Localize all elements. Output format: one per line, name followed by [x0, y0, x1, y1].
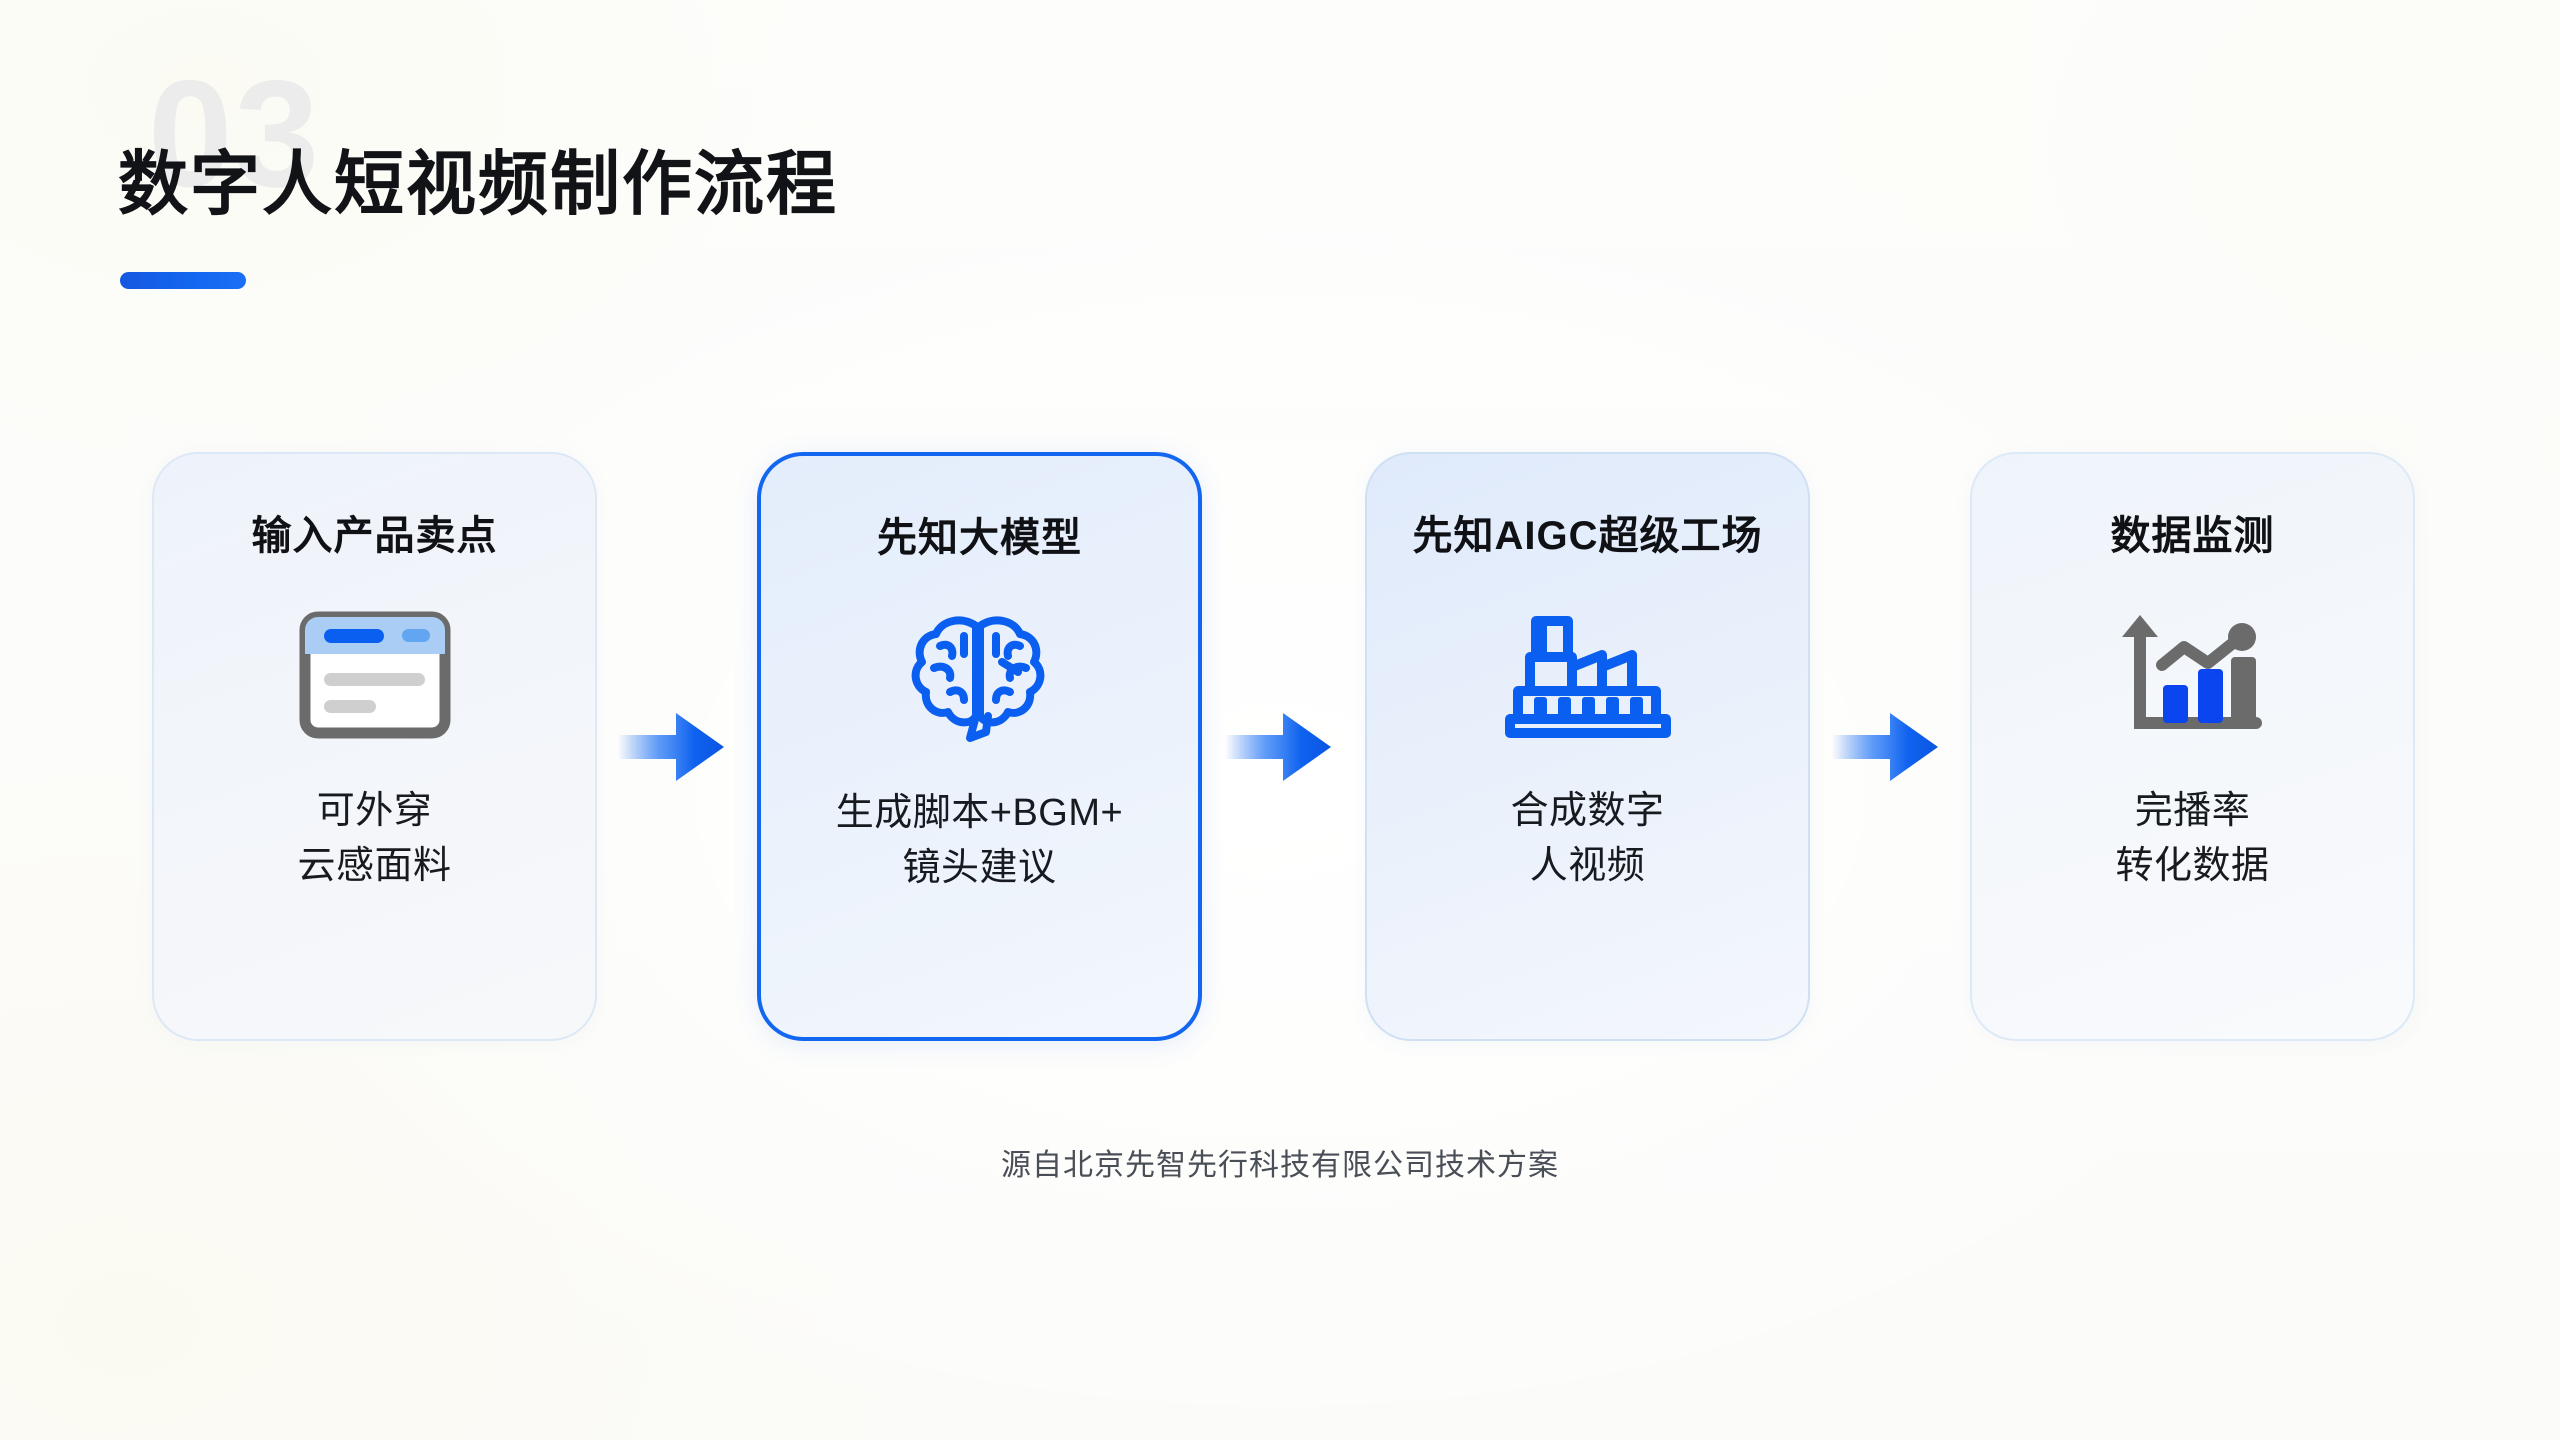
form-window-icon	[299, 600, 451, 750]
arrow-right-icon-3	[1832, 707, 1940, 787]
flow-step-card-2[interactable]: 先知大模型	[757, 452, 1202, 1041]
flow-step-title: 先知AIGC超级工场	[1412, 514, 1763, 558]
page-title: 数字人短视频制作流程	[118, 145, 838, 223]
flow-step-title: 先知大模型	[877, 516, 1082, 560]
source-note: 源自北京先智先行科技有限公司技术方案	[1001, 1149, 1559, 1182]
flow-step-title: 数据监测	[2110, 514, 2275, 558]
brain-icon	[906, 602, 1054, 752]
slide-header: 03 数字人短视频制作流程	[118, 58, 1318, 318]
title-underline-rule	[120, 272, 246, 289]
section-number-watermark: 03	[148, 49, 322, 219]
arrow-right-icon-1	[618, 707, 726, 787]
flow-step-description: 合成数字 人视频	[1510, 790, 1665, 888]
flow-step-card-1[interactable]: 输入产品卖点 可外穿 云感面料	[152, 452, 597, 1041]
process-flow: 输入产品卖点 可外穿 云感面料	[0, 452, 2560, 1052]
flow-step-description: 生成脚本+BGM+ 镜头建议	[835, 792, 1124, 890]
flow-step-card-3[interactable]: 先知AIGC超级工场	[1365, 452, 1810, 1041]
arrow-right-icon-2	[1225, 707, 1333, 787]
flow-step-card-4[interactable]: 数据监测 完播率 转化数据	[1970, 452, 2415, 1041]
factory-icon	[1500, 600, 1676, 750]
flow-step-description: 可外穿 云感面料	[297, 790, 452, 888]
bar-chart-trend-icon	[2118, 600, 2268, 750]
flow-step-description: 完播率 转化数据	[2115, 790, 2270, 888]
flow-step-title: 输入产品卖点	[251, 514, 498, 558]
